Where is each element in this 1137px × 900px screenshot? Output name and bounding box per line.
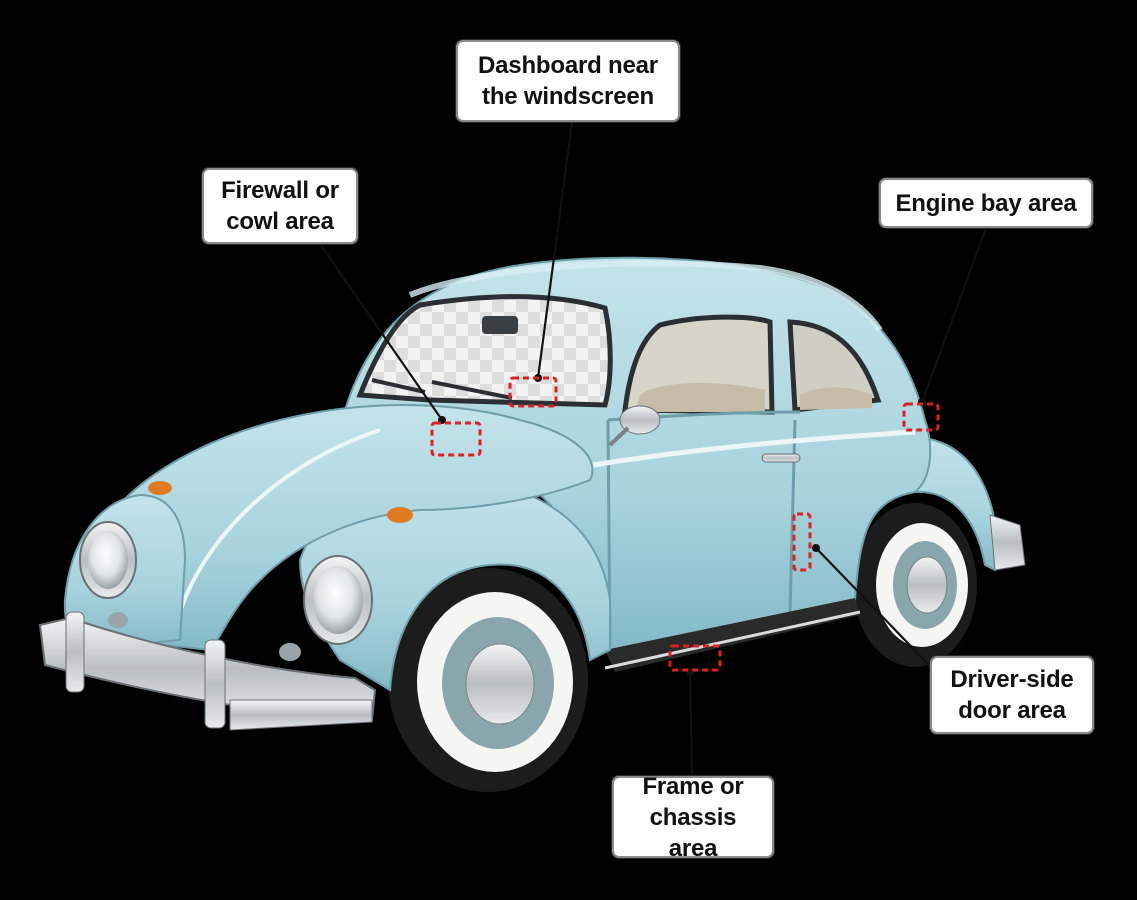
rear-wheel xyxy=(853,503,977,667)
callout-engine-bay: Engine bay area xyxy=(879,178,1093,228)
front-wheel xyxy=(388,568,588,792)
callout-engine-bay-label: Engine bay area xyxy=(895,189,1077,217)
marker-firewall xyxy=(430,421,482,457)
callout-driver-door-label: Driver-side door area xyxy=(950,666,1074,724)
callout-frame: Frame or chassis area xyxy=(612,773,774,862)
marker-door xyxy=(792,512,812,572)
callout-driver-door: Driver-side door area xyxy=(930,656,1094,734)
callout-firewall-label: Firewall or cowl area xyxy=(221,177,339,235)
marker-engine-bay xyxy=(902,402,940,432)
callout-dashboard: Dashboard near the windscreen xyxy=(456,40,680,122)
callout-dashboard-label: Dashboard near the windscreen xyxy=(478,52,658,110)
location-markers xyxy=(430,376,940,672)
callout-firewall: Firewall or cowl area xyxy=(202,168,358,244)
marker-dashboard xyxy=(508,376,558,408)
callout-frame-label: Frame or chassis area xyxy=(642,772,744,862)
marker-frame xyxy=(668,644,722,672)
leader-lines xyxy=(319,121,988,777)
